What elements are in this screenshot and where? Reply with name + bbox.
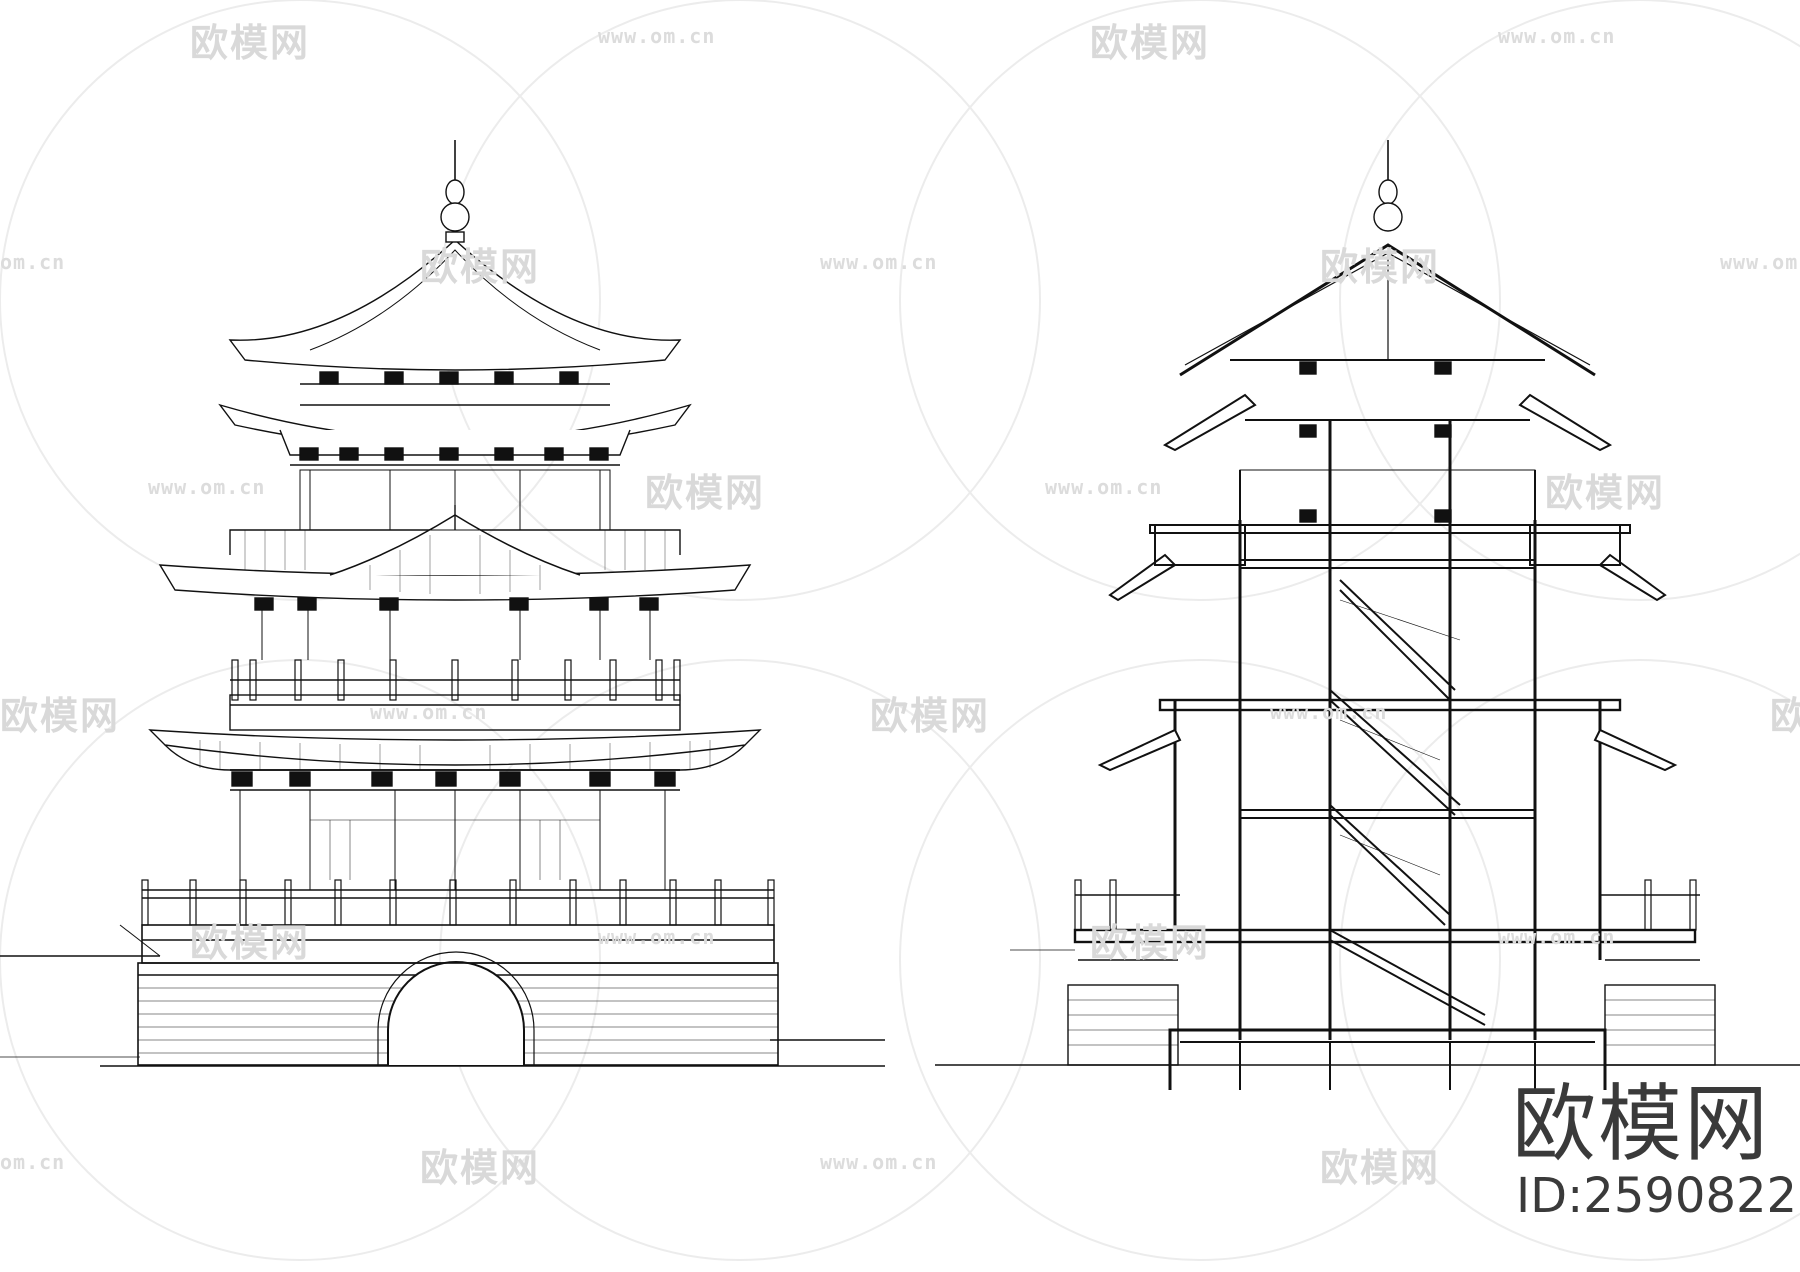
watermark-url: www.om.cn: [1045, 475, 1163, 499]
watermark-brand: 欧模网: [420, 1146, 541, 1190]
watermark-brand: 欧模网: [420, 245, 541, 289]
watermark-brand: 欧模网: [1090, 921, 1211, 965]
watermark-brand: 欧模网: [190, 921, 311, 965]
watermark-brand: 欧模网: [0, 694, 121, 738]
watermark-brand: 欧模网: [870, 694, 991, 738]
watermark-url: www.om.cn: [820, 250, 938, 274]
watermark-url: www.om.cn: [1270, 700, 1388, 724]
watermark-brand: 欧模网: [1545, 471, 1666, 515]
watermark-brand: 欧模网: [1770, 694, 1800, 738]
watermark-brand: 欧模网: [1090, 21, 1211, 65]
watermark-url: www.om.cn: [598, 24, 716, 48]
watermark-url: www.om.cn: [1498, 24, 1616, 48]
watermark-url: www.om.cn: [1720, 250, 1800, 274]
watermark-url: www.om.cn: [598, 925, 716, 949]
watermark-brand: 欧模网: [645, 471, 766, 515]
watermark-url: www.om.cn: [148, 475, 266, 499]
watermark-url: om.cn: [0, 250, 66, 274]
watermark-brand: 欧模网: [190, 21, 311, 65]
model-id: ID:2590822: [1516, 1168, 1798, 1224]
brand-name: 欧模网: [1512, 1075, 1771, 1173]
watermark-brand: 欧模网: [1320, 245, 1441, 289]
watermark-url: www.om.cn: [1498, 925, 1616, 949]
watermark-url: www.om.cn: [370, 700, 488, 724]
watermark-url: om.cn: [0, 1150, 66, 1174]
watermark-brand: 欧模网: [1320, 1146, 1441, 1190]
watermark-url: www.om.cn: [820, 1150, 938, 1174]
